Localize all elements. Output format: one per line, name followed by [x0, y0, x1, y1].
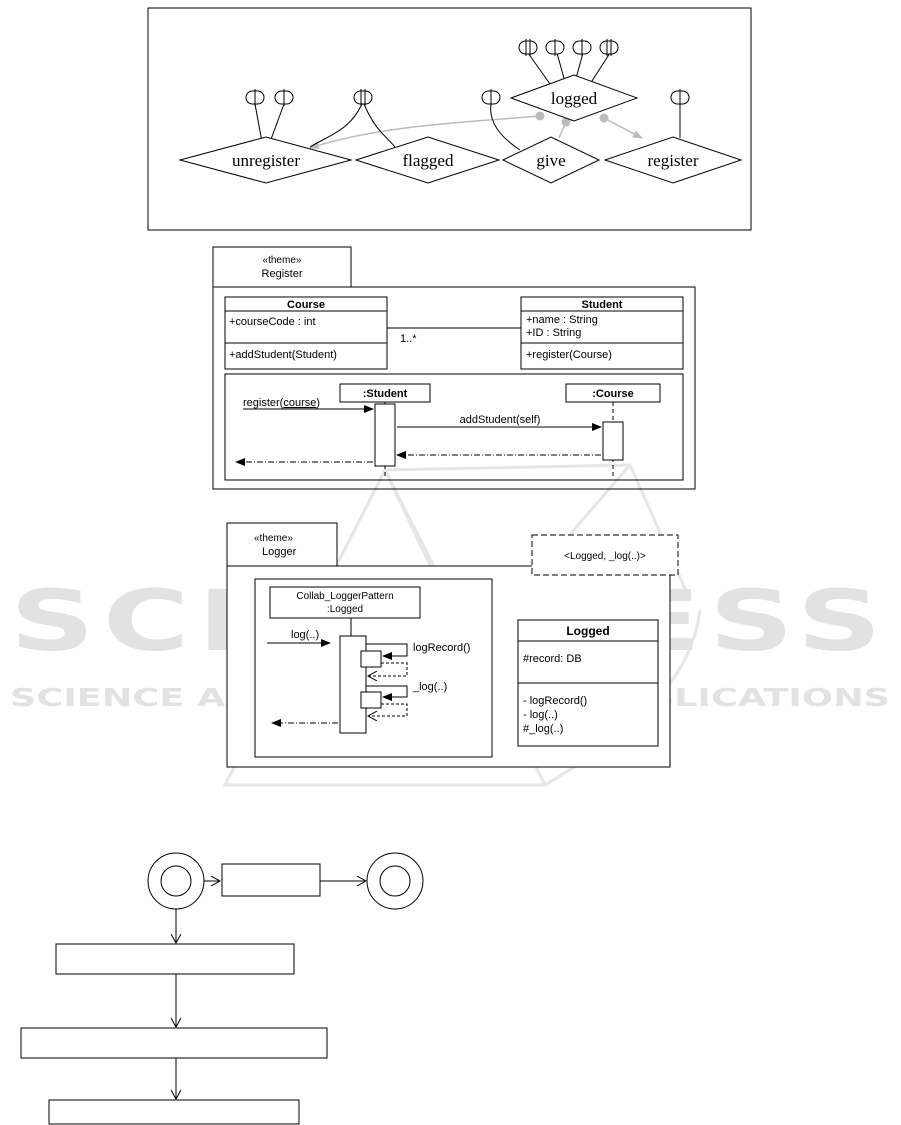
student-class-name: Student	[582, 299, 623, 311]
flow-end-node	[366, 852, 424, 910]
register-call-label: register(course)	[243, 397, 320, 409]
theme-node-unregister: unregister	[178, 136, 353, 184]
logged-class-name: Logged	[566, 624, 609, 638]
add-student-label: addStudent(self)	[460, 414, 541, 426]
log-record-return	[368, 662, 408, 676]
join-point-icon	[274, 89, 294, 106]
log-record-label: logRecord()	[413, 642, 470, 654]
theme-node-flagged: flagged	[354, 136, 501, 184]
theme-diagram-frame	[147, 7, 752, 231]
flow-start-node	[147, 852, 205, 910]
flow-diagram	[20, 852, 424, 1125]
student-class: Student +name : String +ID : String +reg…	[520, 296, 684, 370]
give-label: give	[536, 151, 565, 170]
theme-relations	[309, 115, 643, 149]
collab-type: :Logged	[327, 604, 363, 615]
logger-sequence: Collab_LoggerPattern :Logged log(..) log…	[254, 578, 493, 758]
template-parameters-label: <Logged, _log(..)>	[564, 551, 646, 562]
flagged-label: flagged	[403, 151, 454, 170]
join-point-icon	[353, 89, 373, 106]
flow-box-3	[48, 1099, 300, 1125]
register-theme-name: Register	[262, 268, 303, 280]
join-point-icon	[245, 89, 265, 106]
register-stereotype: «theme»	[263, 255, 302, 266]
collab-activation	[339, 635, 367, 734]
log-call-label: log(..)	[291, 629, 319, 641]
log-record-self-call	[366, 643, 408, 660]
logged-op-log-record: - logRecord()	[523, 695, 587, 707]
join-point-icon	[481, 89, 501, 106]
collab-name: Collab_LoggerPattern	[296, 591, 393, 602]
join-point-icon	[670, 89, 690, 106]
course-operation: +addStudent(Student)	[229, 349, 337, 361]
register-sequence: :Student :Course register(course) addStu…	[224, 373, 684, 481]
register-theme: «theme» Register Course +courseCode : in…	[212, 246, 696, 490]
register-theme-frame	[212, 286, 696, 490]
course-attribute: +courseCode : int	[229, 316, 316, 328]
course-class: Course +courseCode : int +addStudent(Stu…	[224, 296, 388, 370]
register-label: register	[648, 151, 699, 170]
logger-theme: «theme» Logger <Logged, _log(..)> Collab…	[226, 522, 679, 768]
student-attribute-id: +ID : String	[526, 327, 581, 339]
collab-lifeline-head	[269, 586, 421, 619]
flow-box-2	[20, 1027, 328, 1059]
student-activation	[374, 403, 396, 467]
join-point-icon	[518, 39, 538, 56]
join-point-icon	[572, 39, 592, 56]
logged-attribute: #record: DB	[523, 653, 582, 665]
logged-class: Logged #record: DB - logRecord() - log(.…	[517, 619, 659, 747]
underscore-log-self-call	[366, 685, 408, 701]
theme-relationship-diagram: unregister flagged give logged register	[147, 7, 752, 231]
join-point-icon	[599, 39, 619, 56]
register-theme-tab	[212, 246, 352, 288]
logger-sequence-frame	[254, 578, 493, 758]
underscore-log-return	[368, 703, 408, 716]
join-point-icons	[245, 39, 690, 106]
log-record-activation	[360, 650, 382, 668]
course-activation	[602, 421, 624, 461]
theme-node-give: give	[501, 136, 601, 184]
logged-op-underscore-log: #_log(..)	[523, 723, 563, 735]
underscore-log-label: _log(..)	[412, 681, 447, 693]
flow-box-1	[55, 943, 295, 975]
logged-op-log: - log(..)	[523, 709, 558, 721]
register-sequence-frame	[224, 373, 684, 481]
association-multiplicity: 1..*	[400, 333, 417, 345]
unregister-label: unregister	[232, 151, 300, 170]
logger-theme-tab	[226, 522, 338, 567]
join-point-icon	[545, 39, 565, 56]
student-attribute-name: +name : String	[526, 314, 598, 326]
course-lifeline-label: :Course	[592, 388, 634, 400]
student-operation: +register(Course)	[526, 349, 612, 361]
course-class-name: Course	[287, 299, 325, 311]
flow-step-box	[221, 863, 321, 897]
theme-node-logged: logged	[509, 74, 639, 122]
logger-stereotype: «theme»	[254, 533, 293, 544]
theme-node-register: register	[603, 136, 743, 184]
relation-dots	[535, 111, 609, 127]
template-parameters-box	[531, 534, 679, 576]
underscore-log-activation	[360, 691, 382, 709]
logger-theme-name: Logger	[262, 546, 297, 558]
join-point-links	[254, 52, 681, 151]
student-lifeline-label: :Student	[363, 388, 408, 400]
logged-label: logged	[551, 89, 598, 108]
